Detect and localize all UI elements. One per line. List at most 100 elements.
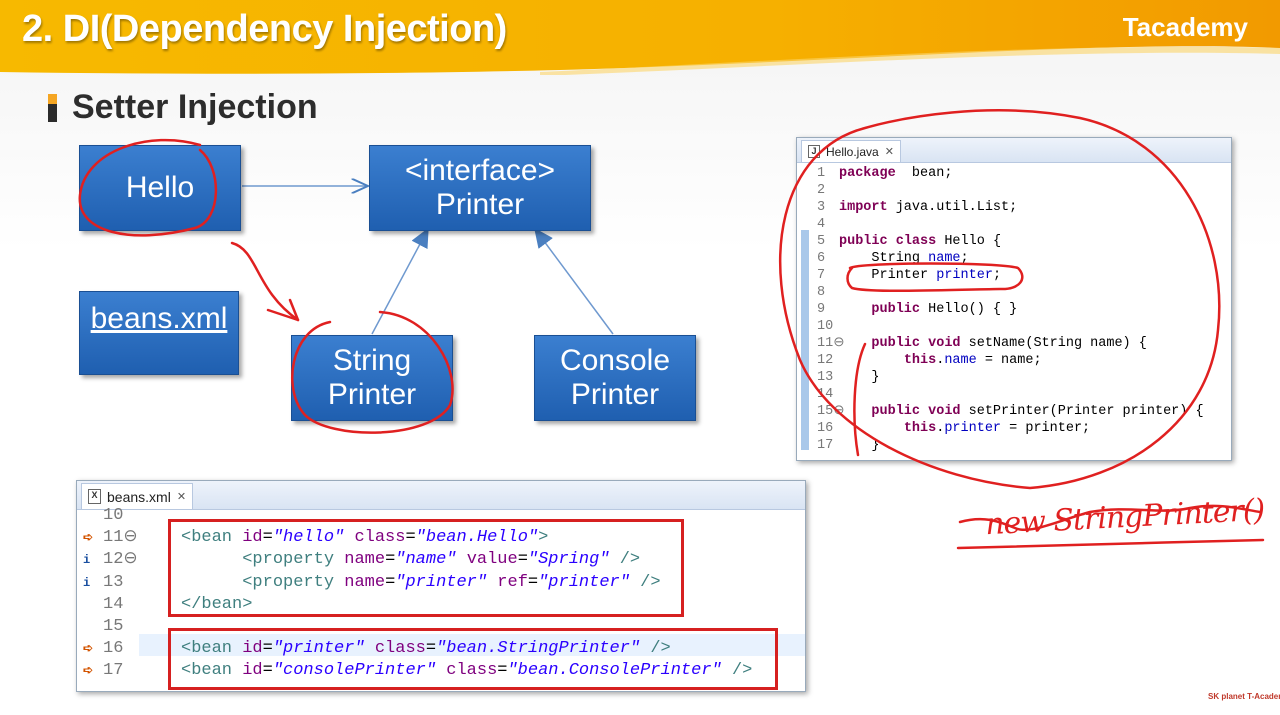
code-text: Printer printer; bbox=[839, 268, 1002, 283]
tab-label: Hello.java bbox=[826, 144, 879, 159]
code-line: 2 bbox=[797, 182, 1231, 199]
hello-bean-highlight-box bbox=[168, 519, 684, 617]
line-number: 13 bbox=[817, 370, 834, 385]
code-text: </bean> bbox=[181, 594, 253, 614]
line-number: 13 bbox=[103, 572, 124, 592]
line-number: 7 bbox=[817, 268, 826, 283]
line-number: 14 bbox=[817, 387, 834, 402]
code-text: String name; bbox=[839, 251, 969, 266]
code-line: 15 bbox=[77, 616, 805, 638]
code-line: 17 } bbox=[797, 437, 1231, 454]
line-number: 9 bbox=[817, 302, 826, 317]
printer-beans-highlight-box bbox=[168, 628, 778, 690]
line-number: 5 bbox=[817, 234, 826, 249]
java-file-icon: J bbox=[808, 145, 820, 158]
tab-label: beans.xml bbox=[107, 488, 171, 505]
console-printer-box: Console Printer bbox=[534, 335, 696, 421]
string-printer-line1: String bbox=[332, 344, 412, 377]
code-line: ➪ 11⊖ <bean id="hello" class="bean.Hello"> bbox=[77, 527, 805, 549]
code-text: <bean id="consolePrinter" class="bean.Co… bbox=[181, 661, 753, 681]
code-line: i 12⊖ <property name="name" value="Spring… bbox=[77, 549, 805, 571]
interface-name-label: Printer bbox=[435, 188, 525, 221]
code-text: public void setPrinter(Printer printer) … bbox=[871, 404, 1204, 419]
code-line: 12 this.name = name; bbox=[797, 352, 1231, 369]
xml-file-icon: X bbox=[88, 489, 101, 504]
close-icon[interactable]: ✕ bbox=[176, 491, 187, 503]
code-line: 16 this.printer = printer; bbox=[797, 420, 1231, 437]
line-number: 16 bbox=[103, 639, 124, 659]
section-title: Setter Injection bbox=[72, 88, 318, 126]
line-number: 4 bbox=[817, 217, 826, 232]
breakpoint-arrow-icon[interactable]: ➪ bbox=[83, 642, 94, 657]
xml-editor-panel: X beans.xml ✕ 10 ➪ 11⊖ <bean id="hello" cla… bbox=[76, 480, 806, 692]
line-number: 10 bbox=[103, 506, 124, 525]
code-text: } bbox=[839, 370, 880, 385]
line-number: 1 bbox=[817, 166, 826, 181]
info-marker-icon[interactable]: i bbox=[83, 553, 91, 568]
code-text: package bean; bbox=[839, 166, 953, 181]
info-marker-icon[interactable]: i bbox=[83, 575, 91, 590]
java-editor-panel: J Hello.java ✕ 1 package bean; 2 3 import ja… bbox=[796, 137, 1232, 461]
beans-xml-box: beans.xml bbox=[79, 291, 239, 375]
code-line: 6 String name; bbox=[797, 250, 1231, 267]
close-icon[interactable]: ✕ bbox=[884, 146, 894, 158]
current-line-highlight bbox=[139, 634, 805, 656]
string-printer-line2: Printer bbox=[327, 378, 417, 411]
beans-xml-label: beans.xml bbox=[90, 302, 228, 335]
interface-stereotype-label: <interface> bbox=[404, 154, 556, 187]
code-text: <property name="name" value="Spring" /> bbox=[242, 550, 641, 570]
code-line: 10 bbox=[797, 318, 1231, 335]
code-text: <bean id="printer" class="bean.StringPri… bbox=[181, 639, 671, 659]
code-line: 5 public class Hello { bbox=[797, 233, 1231, 250]
console-printer-line2: Printer bbox=[570, 378, 660, 411]
code-line: 1 package bean; bbox=[797, 165, 1231, 182]
line-number: 11⊖ bbox=[103, 528, 138, 548]
breakpoint-arrow-icon[interactable]: ➪ bbox=[83, 664, 94, 679]
hello-label: Hello bbox=[125, 171, 195, 204]
code-line: 14 bbox=[797, 386, 1231, 403]
printer-interface-box: <interface> Printer bbox=[369, 145, 591, 231]
code-text: this.name = name; bbox=[903, 353, 1042, 368]
code-text: <bean id="hello" class="bean.Hello"> bbox=[181, 528, 549, 548]
sk-planet-logo: SK planet T-Academy bbox=[1208, 692, 1280, 701]
code-line: 11⊖ public void setName(String name) { bbox=[797, 335, 1231, 352]
tab-beans-xml[interactable]: X beans.xml ✕ bbox=[81, 483, 194, 509]
code-line: ➪ 17 <bean id="consolePrinter" class="bean… bbox=[77, 660, 805, 682]
line-number: 12⊖ bbox=[103, 550, 138, 570]
line-number: 3 bbox=[817, 200, 826, 215]
line-number: 17 bbox=[817, 438, 834, 453]
line-number: 17 bbox=[103, 661, 124, 681]
breakpoint-arrow-icon[interactable]: ➪ bbox=[83, 531, 94, 546]
code-text: import java.util.List; bbox=[839, 200, 1018, 215]
code-text: public class Hello { bbox=[839, 234, 1002, 249]
slide-title: 2. DI(Dependency Injection) bbox=[22, 8, 507, 50]
line-number: 14 bbox=[103, 594, 124, 614]
code-text: public void setName(String name) { bbox=[871, 336, 1147, 351]
code-line: 9 public Hello() { } bbox=[797, 301, 1231, 318]
code-line: 13 } bbox=[797, 369, 1231, 386]
code-text: public Hello() { } bbox=[871, 302, 1018, 317]
console-printer-line1: Console bbox=[559, 344, 671, 377]
code-line: ➪ 16 <bean id="printer" class="bean.String… bbox=[77, 638, 805, 660]
xml-code-area[interactable]: 10 ➪ 11⊖ <bean id="hello" class="bean.Hello… bbox=[77, 506, 805, 691]
code-line: 8 bbox=[797, 284, 1231, 301]
title-banner bbox=[0, 0, 1280, 75]
code-line: 14 </bean> bbox=[77, 594, 805, 616]
code-text: } bbox=[839, 438, 880, 453]
tab-hello-java[interactable]: J Hello.java ✕ bbox=[801, 140, 901, 162]
code-line: 7 Printer printer; bbox=[797, 267, 1231, 284]
line-number: 6 bbox=[817, 251, 826, 266]
code-line: 10 bbox=[77, 505, 805, 527]
java-editor-tabbar: J Hello.java ✕ bbox=[797, 138, 1231, 163]
line-number: 2 bbox=[817, 183, 826, 198]
code-line: 4 bbox=[797, 216, 1231, 233]
line-number: 15 bbox=[103, 617, 124, 636]
brand-logo: Tacademy bbox=[1122, 12, 1248, 42]
line-number: 16 bbox=[817, 421, 834, 436]
hello-class-box: Hello bbox=[79, 145, 241, 231]
line-number: 10 bbox=[817, 319, 834, 334]
line-number: 8 bbox=[817, 285, 826, 300]
string-printer-box: String Printer bbox=[291, 335, 453, 421]
